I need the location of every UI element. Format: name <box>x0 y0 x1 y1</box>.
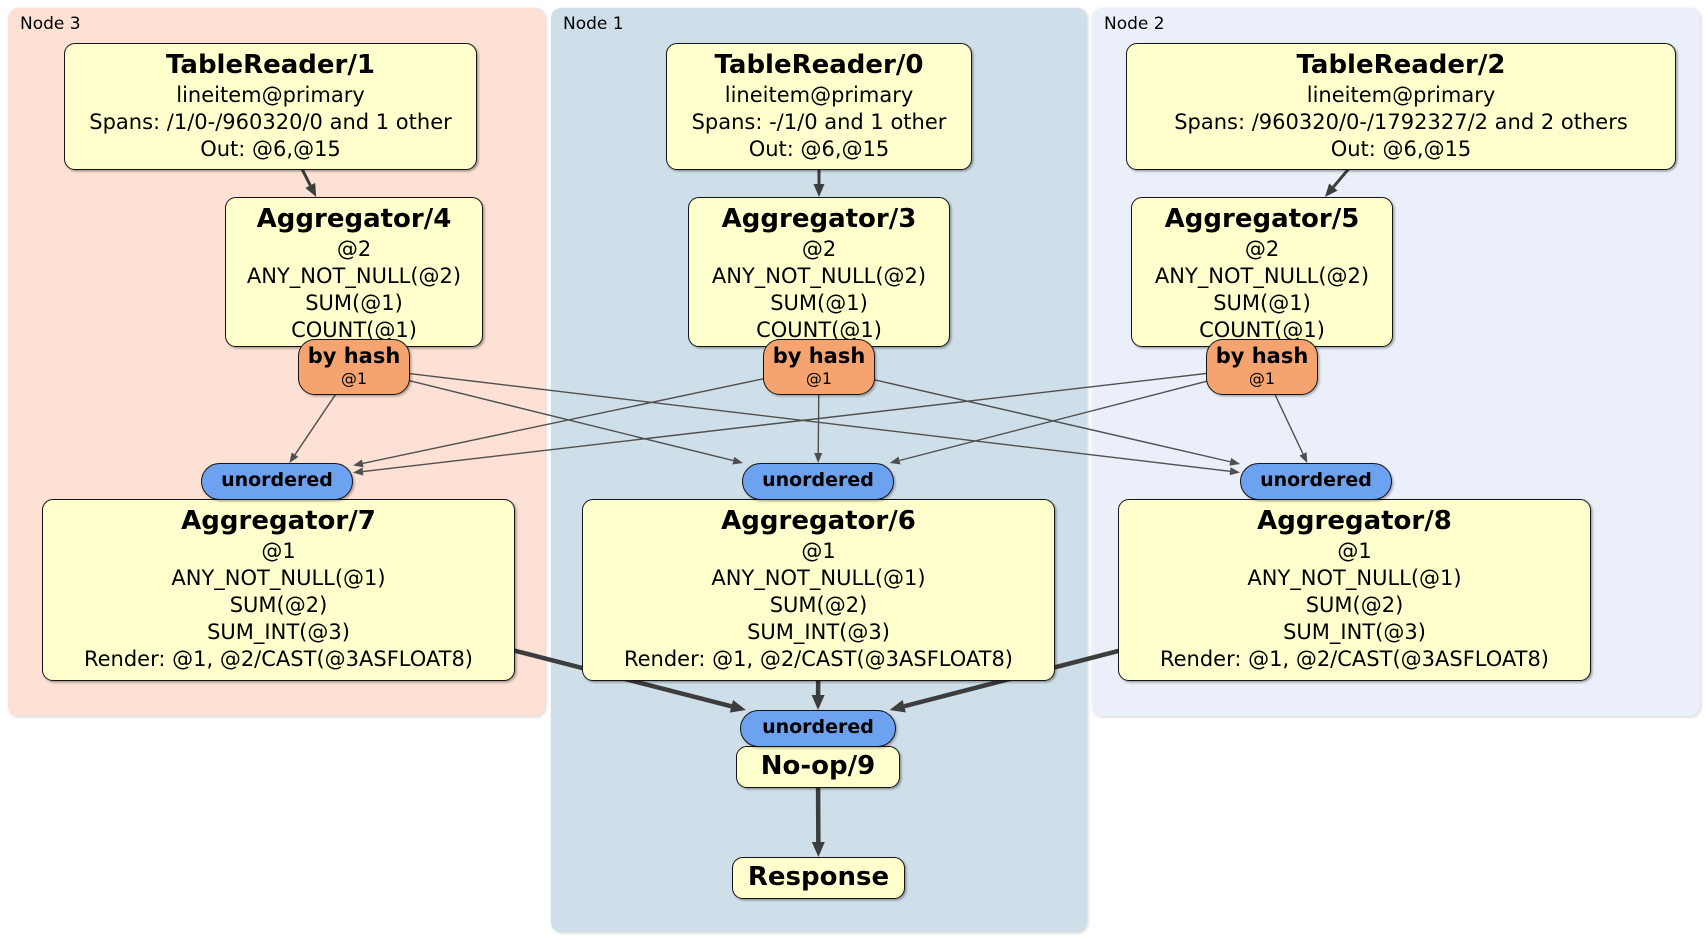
node-detail: @1 <box>801 539 836 563</box>
node-detail: Render: @1, @2/CAST(@3ASFLOAT8) <box>1159 647 1550 671</box>
collector-unordered-8: unordered <box>1240 463 1392 500</box>
node-no-op-9: No-op/9 <box>736 746 900 788</box>
node-title: Aggregator/7 <box>181 506 376 536</box>
router-label: by hash <box>1215 344 1309 368</box>
node-tablereader-2: TableReader/2 lineitem@primary Spans: /9… <box>1126 43 1676 170</box>
router-key: @1 <box>1248 369 1276 388</box>
collector-label: unordered <box>762 469 874 491</box>
node-detail: lineitem@primary <box>724 83 914 107</box>
node-detail: SUM(@2) <box>1305 593 1404 617</box>
router-label: by hash <box>772 344 866 368</box>
node-detail: ANY_NOT_NULL(@1) <box>711 566 926 590</box>
node-tablereader-0: TableReader/0 lineitem@primary Spans: -/… <box>666 43 972 170</box>
node-detail: ANY_NOT_NULL(@2) <box>1154 264 1370 288</box>
node-detail: Spans: -/1/0 and 1 other <box>691 110 947 134</box>
node-title: Response <box>747 862 890 892</box>
node-title: Aggregator/4 <box>256 204 452 234</box>
node-detail: SUM(@1) <box>1213 291 1311 315</box>
collector-label: unordered <box>762 716 874 738</box>
router-label: by hash <box>307 344 401 368</box>
node-title: Aggregator/3 <box>721 204 917 234</box>
node-title: Aggregator/5 <box>1164 204 1360 234</box>
node-detail: SUM_INT(@3) <box>207 620 350 644</box>
node-title: Aggregator/8 <box>1257 506 1452 536</box>
node-detail: SUM(@1) <box>305 291 403 315</box>
node-aggregator-8: Aggregator/8 @1 ANY_NOT_NULL(@1) SUM(@2)… <box>1118 499 1591 681</box>
node-aggregator-4: Aggregator/4 @2 ANY_NOT_NULL(@2) SUM(@1)… <box>225 197 483 347</box>
node-detail: Out: @6,@15 <box>748 137 890 161</box>
node-detail: Spans: /1/0-/960320/0 and 1 other <box>89 110 452 134</box>
node-aggregator-3: Aggregator/3 @2 ANY_NOT_NULL(@2) SUM(@1)… <box>688 197 950 347</box>
node-detail: Render: @1, @2/CAST(@3ASFLOAT8) <box>83 647 474 671</box>
node-detail: Out: @6,@15 <box>1330 137 1472 161</box>
node-detail: Out: @6,@15 <box>200 137 341 161</box>
collector-label: unordered <box>1260 469 1372 491</box>
collector-unordered-6: unordered <box>742 463 894 500</box>
router-key: @1 <box>340 369 368 388</box>
node-detail: SUM(@2) <box>769 593 868 617</box>
node-aggregator-7: Aggregator/7 @1 ANY_NOT_NULL(@1) SUM(@2)… <box>42 499 515 681</box>
node-detail: SUM(@2) <box>229 593 328 617</box>
node-detail: ANY_NOT_NULL(@1) <box>1247 566 1462 590</box>
router-by-hash-5: by hash @1 <box>1206 339 1318 395</box>
node-detail: COUNT(@1) <box>756 318 882 342</box>
router-key: @1 <box>805 369 833 388</box>
node-detail: Render: @1, @2/CAST(@3ASFLOAT8) <box>623 647 1014 671</box>
node-detail: ANY_NOT_NULL(@2) <box>711 264 927 288</box>
node-detail: @1 <box>1337 539 1372 563</box>
node-detail: lineitem@primary <box>1306 83 1496 107</box>
node-title: TableReader/0 <box>714 50 924 80</box>
node-detail: Spans: /960320/0-/1792327/2 and 2 others <box>1174 110 1628 134</box>
node-detail: ANY_NOT_NULL(@2) <box>246 264 462 288</box>
collector-unordered-7: unordered <box>201 463 353 500</box>
collector-label: unordered <box>221 469 333 491</box>
node-detail: @2 <box>801 237 837 261</box>
router-by-hash-3: by hash @1 <box>763 339 875 395</box>
node-detail: SUM(@1) <box>770 291 868 315</box>
node-aggregator-6: Aggregator/6 @1 ANY_NOT_NULL(@1) SUM(@2)… <box>582 499 1055 681</box>
node-detail: COUNT(@1) <box>1199 318 1325 342</box>
node-detail: @2 <box>1244 237 1280 261</box>
node-detail: lineitem@primary <box>176 83 365 107</box>
node-detail: @1 <box>261 539 296 563</box>
node-detail: SUM_INT(@3) <box>1283 620 1426 644</box>
node-response: Response <box>732 857 905 899</box>
router-by-hash-4: by hash @1 <box>298 339 410 395</box>
node-aggregator-5: Aggregator/5 @2 ANY_NOT_NULL(@2) SUM(@1)… <box>1131 197 1393 347</box>
node-detail: @2 <box>336 237 372 261</box>
node-detail: SUM_INT(@3) <box>747 620 890 644</box>
node-title: TableReader/2 <box>1296 50 1506 80</box>
node-title: No-op/9 <box>760 751 876 781</box>
node-title: Aggregator/6 <box>721 506 916 536</box>
region-node1-label: Node 1 <box>563 14 624 34</box>
node-tablereader-1: TableReader/1 lineitem@primary Spans: /1… <box>64 43 477 170</box>
region-node2-label: Node 2 <box>1104 14 1165 34</box>
region-node3-label: Node 3 <box>20 14 81 34</box>
node-title: TableReader/1 <box>166 50 375 80</box>
node-detail: COUNT(@1) <box>291 318 417 342</box>
collector-unordered-final: unordered <box>740 710 896 747</box>
node-detail: ANY_NOT_NULL(@1) <box>171 566 386 590</box>
